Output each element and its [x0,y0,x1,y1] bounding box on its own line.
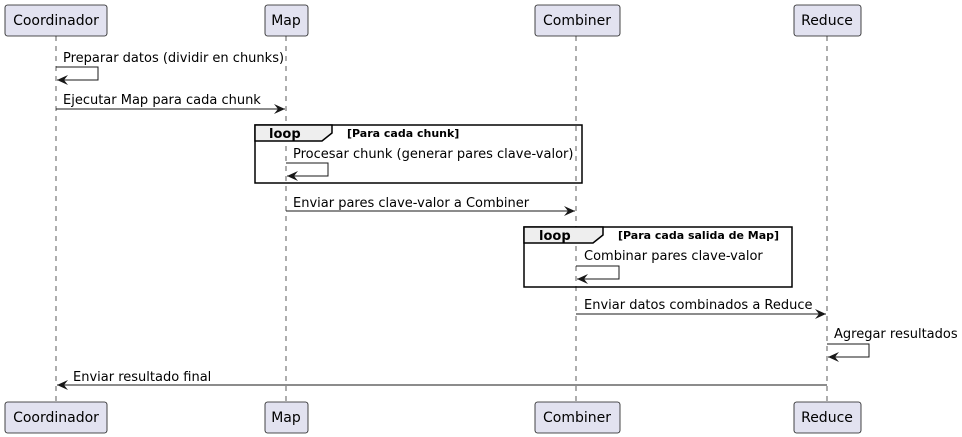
message-8-label: Enviar resultado final [73,370,211,385]
participant-reduce-label: Reduce [801,410,853,426]
message-1-label: Preparar datos (dividir en chunks) [63,51,284,66]
participant-combiner-top: Combiner [534,4,621,37]
participant-coordinador-label: Coordinador [13,410,99,426]
participant-combiner-label: Combiner [543,410,611,426]
participant-combiner-bottom: Combiner [534,401,621,434]
message-6-label: Enviar datos combinados a Reduce [584,298,813,313]
participant-coordinador-bottom: Coordinador [4,401,108,434]
participant-coordinador-top: Coordinador [4,4,108,37]
loop-2-keyword: loop [539,229,571,244]
message-procesar-chunk: Procesar chunk (generar pares clave-valo… [286,147,573,181]
message-ejecutar-map: Ejecutar Map para cada chunk [56,93,285,114]
participant-coordinador-label: Coordinador [13,13,99,29]
message-enviar-combinados: Enviar datos combinados a Reduce [576,298,826,319]
loop-1-keyword: loop [269,127,301,142]
message-enviar-pares: Enviar pares clave-valor a Combiner [286,196,575,216]
loop-2-condition: [Para cada salida de Map] [618,229,779,242]
message-2-label: Ejecutar Map para cada chunk [63,93,261,108]
participant-map-bottom: Map [264,401,309,434]
loop-frame-2: loop [Para cada salida de Map] [523,226,793,288]
participant-reduce-label: Reduce [801,13,853,29]
participant-reduce-top: Reduce [793,4,862,37]
participant-combiner-label: Combiner [543,13,611,29]
participants-top: Coordinador Map Combiner Reduce [4,4,862,37]
message-agregar-resultados: Agregar resultados [827,327,958,362]
message-combinar-pares: Combinar pares clave-valor [576,249,763,284]
message-enviar-resultado-final: Enviar resultado final [57,370,827,390]
message-7-label: Agregar resultados [834,327,958,342]
participant-map-label: Map [271,410,301,426]
participant-map-label: Map [271,13,301,29]
message-4-label: Enviar pares clave-valor a Combiner [293,196,530,211]
participant-map-top: Map [264,4,309,37]
messages: Preparar datos (dividir en chunks) Ejecu… [56,51,958,390]
participant-reduce-bottom: Reduce [793,401,862,434]
message-3-label: Procesar chunk (generar pares clave-valo… [293,147,573,162]
message-5-label: Combinar pares clave-valor [584,249,763,264]
lifelines [55,36,828,402]
participants-bottom: Coordinador Map Combiner Reduce [4,401,862,434]
message-preparar-datos: Preparar datos (dividir en chunks) [56,51,284,85]
loop-1-condition: [Para cada chunk] [347,127,459,140]
loop-frame-1: loop [Para cada chunk] [254,124,583,184]
